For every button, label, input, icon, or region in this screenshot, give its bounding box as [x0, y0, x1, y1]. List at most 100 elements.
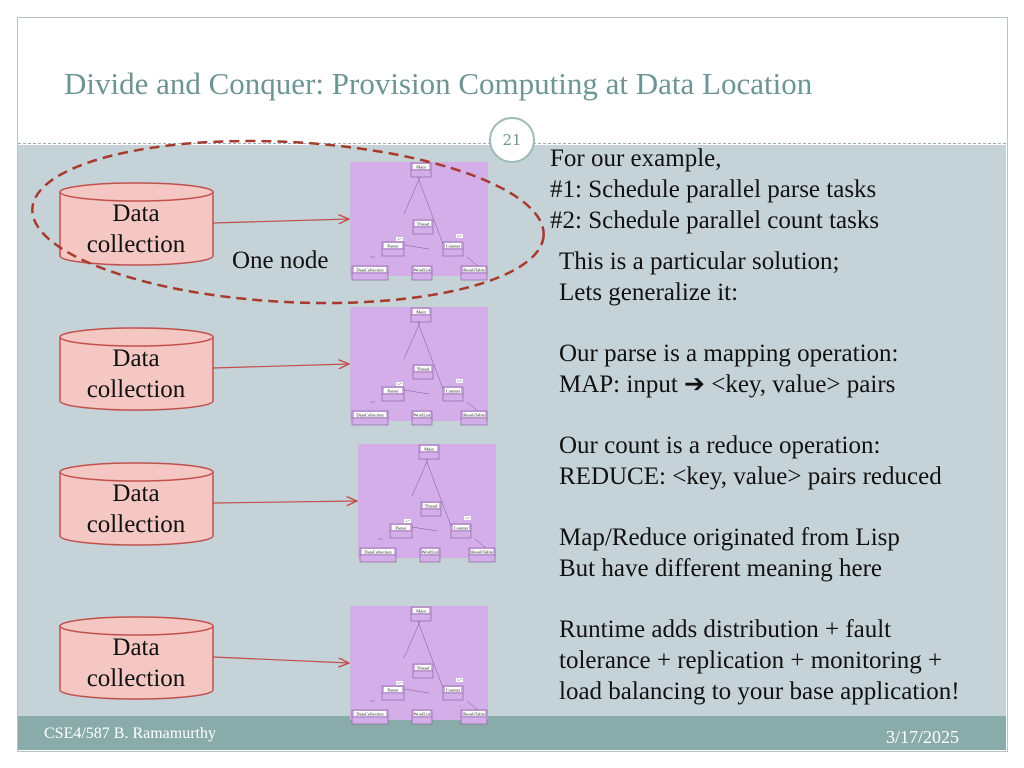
uml-name-bg — [471, 549, 493, 554]
cylinder-label: collection — [87, 231, 186, 258]
uml-name-bg — [414, 267, 430, 272]
uml-class-name: Counter — [454, 526, 469, 531]
cylinder-label: collection — [87, 665, 186, 692]
uml-association — [403, 244, 430, 250]
text-line: Lets generalize it: — [559, 279, 739, 306]
uml-class-name: Thread — [417, 666, 430, 671]
uml-class-name: WordList — [414, 413, 432, 418]
uml-name-bg — [384, 388, 402, 393]
cylinder-top — [59, 327, 214, 347]
uml-class-name: DataCollection — [356, 268, 384, 273]
uml-multiplicity-bg — [396, 237, 403, 241]
data-collection-cylinder: Data collection — [59, 616, 214, 700]
text-line: load balancing to your base application! — [559, 678, 960, 705]
uml-multiplicity: 1..* — [397, 681, 402, 685]
cylinder-label: Data — [112, 480, 159, 507]
uml-class-name: ResultTable — [463, 268, 484, 273]
uml-multiplicity: 1..* — [457, 234, 462, 238]
uml-name-bg — [415, 665, 431, 670]
node-boundary-ellipse — [31, 139, 545, 305]
uml-association — [466, 401, 480, 413]
cylinder-label: collection — [87, 376, 186, 403]
uml-class-name: ResultTable — [471, 550, 492, 555]
cylinder-top — [59, 462, 214, 482]
uml-class-name: DataCollection — [364, 550, 392, 555]
uml-class-name: Parser — [395, 526, 407, 531]
arrow — [212, 501, 357, 503]
uml-multiplicity-bg — [396, 681, 403, 685]
text-line: #2: Schedule parallel count tasks — [550, 207, 880, 234]
uml-class-name: Counter — [446, 389, 461, 394]
uml-association — [403, 688, 430, 694]
uml-name-bg — [413, 309, 429, 314]
uml-class-name: DataCollection — [356, 413, 384, 418]
uml-name-bg — [362, 549, 394, 554]
slide-footer — [18, 716, 1006, 750]
uml-association — [466, 700, 480, 712]
uml-class-name: Parser — [387, 389, 399, 394]
uml-class-name: Thread — [417, 222, 430, 227]
uml-name-bg — [445, 243, 461, 248]
uml-name-bg — [414, 412, 430, 417]
cylinder-label: collection — [87, 511, 186, 538]
uml-name-bg — [354, 412, 386, 417]
uml-association — [474, 538, 488, 550]
uml-name-bg — [415, 366, 431, 371]
uml-multiplicity: 1..* — [405, 519, 410, 523]
cylinder-label: Data — [112, 634, 159, 661]
text-line: But have different meaning here — [559, 555, 883, 582]
uml-class-name: Main — [416, 609, 426, 614]
uml-association — [403, 389, 430, 395]
uml-multiplicity-bg — [456, 234, 463, 238]
cylinder-body — [59, 192, 214, 266]
uml-association — [411, 456, 430, 497]
uml-class-name: Main — [424, 447, 434, 452]
text-line: tolerance + replication + monitoring + — [559, 647, 943, 674]
text-line: REDUCE: <key, value> pairs reduced — [559, 463, 942, 490]
uml-association — [416, 319, 444, 390]
uml-multiplicity-bg — [456, 379, 463, 383]
uml-association — [416, 618, 444, 689]
uml-class-name: Counter — [446, 688, 461, 693]
cylinder-body — [59, 472, 214, 546]
uml-class-name: ResultTable — [463, 712, 484, 717]
text-line: Runtime adds distribution + fault — [559, 616, 892, 643]
uml-name-bg — [413, 164, 429, 169]
uml-name-bg — [384, 687, 402, 692]
cylinder-body — [59, 626, 214, 700]
uml-name-bg — [445, 687, 461, 692]
text-line: Map/Reduce originated from Lisp — [559, 524, 900, 551]
text-line: Our count is a reduce operation: — [559, 432, 881, 459]
uml-class-name: WordList — [422, 550, 440, 555]
uml-name-bg — [423, 503, 439, 508]
uml-name-bg — [354, 711, 386, 716]
data-collection-cylinder: Data collection — [59, 462, 214, 546]
text-line: For our example, — [550, 145, 722, 172]
uml-class-name: Parser — [387, 244, 399, 249]
text-line: #1: Schedule parallel parse tasks — [550, 176, 877, 203]
uml-multiplicity: 1..* — [457, 678, 462, 682]
uml-multiplicity: 1..* — [457, 379, 462, 383]
uml-association — [466, 256, 480, 268]
uml-name-bg — [354, 267, 386, 272]
uml-name-bg — [453, 525, 469, 530]
text-line: MAP: input ➔ <key, value> pairs — [559, 371, 896, 398]
uml-class-name: WordList — [414, 712, 432, 717]
cylinder-label: Data — [112, 345, 159, 372]
uml-association — [403, 174, 422, 215]
uml-name-bg — [413, 608, 429, 613]
uml-association — [424, 456, 452, 527]
uml-class-name: ResultTable — [463, 413, 484, 418]
uml-association — [403, 618, 422, 659]
uml-name-bg — [445, 388, 461, 393]
arrow — [212, 364, 349, 368]
cylinder-body — [59, 337, 214, 411]
uml-class-name: Parser — [387, 688, 399, 693]
arrow — [212, 219, 349, 223]
uml-class-name: Main — [416, 165, 426, 170]
uml-class-name: DataCollection — [356, 712, 384, 717]
uml-name-bg — [392, 525, 410, 530]
footer-author: CSE4/587 B. Ramamurthy — [44, 725, 216, 742]
